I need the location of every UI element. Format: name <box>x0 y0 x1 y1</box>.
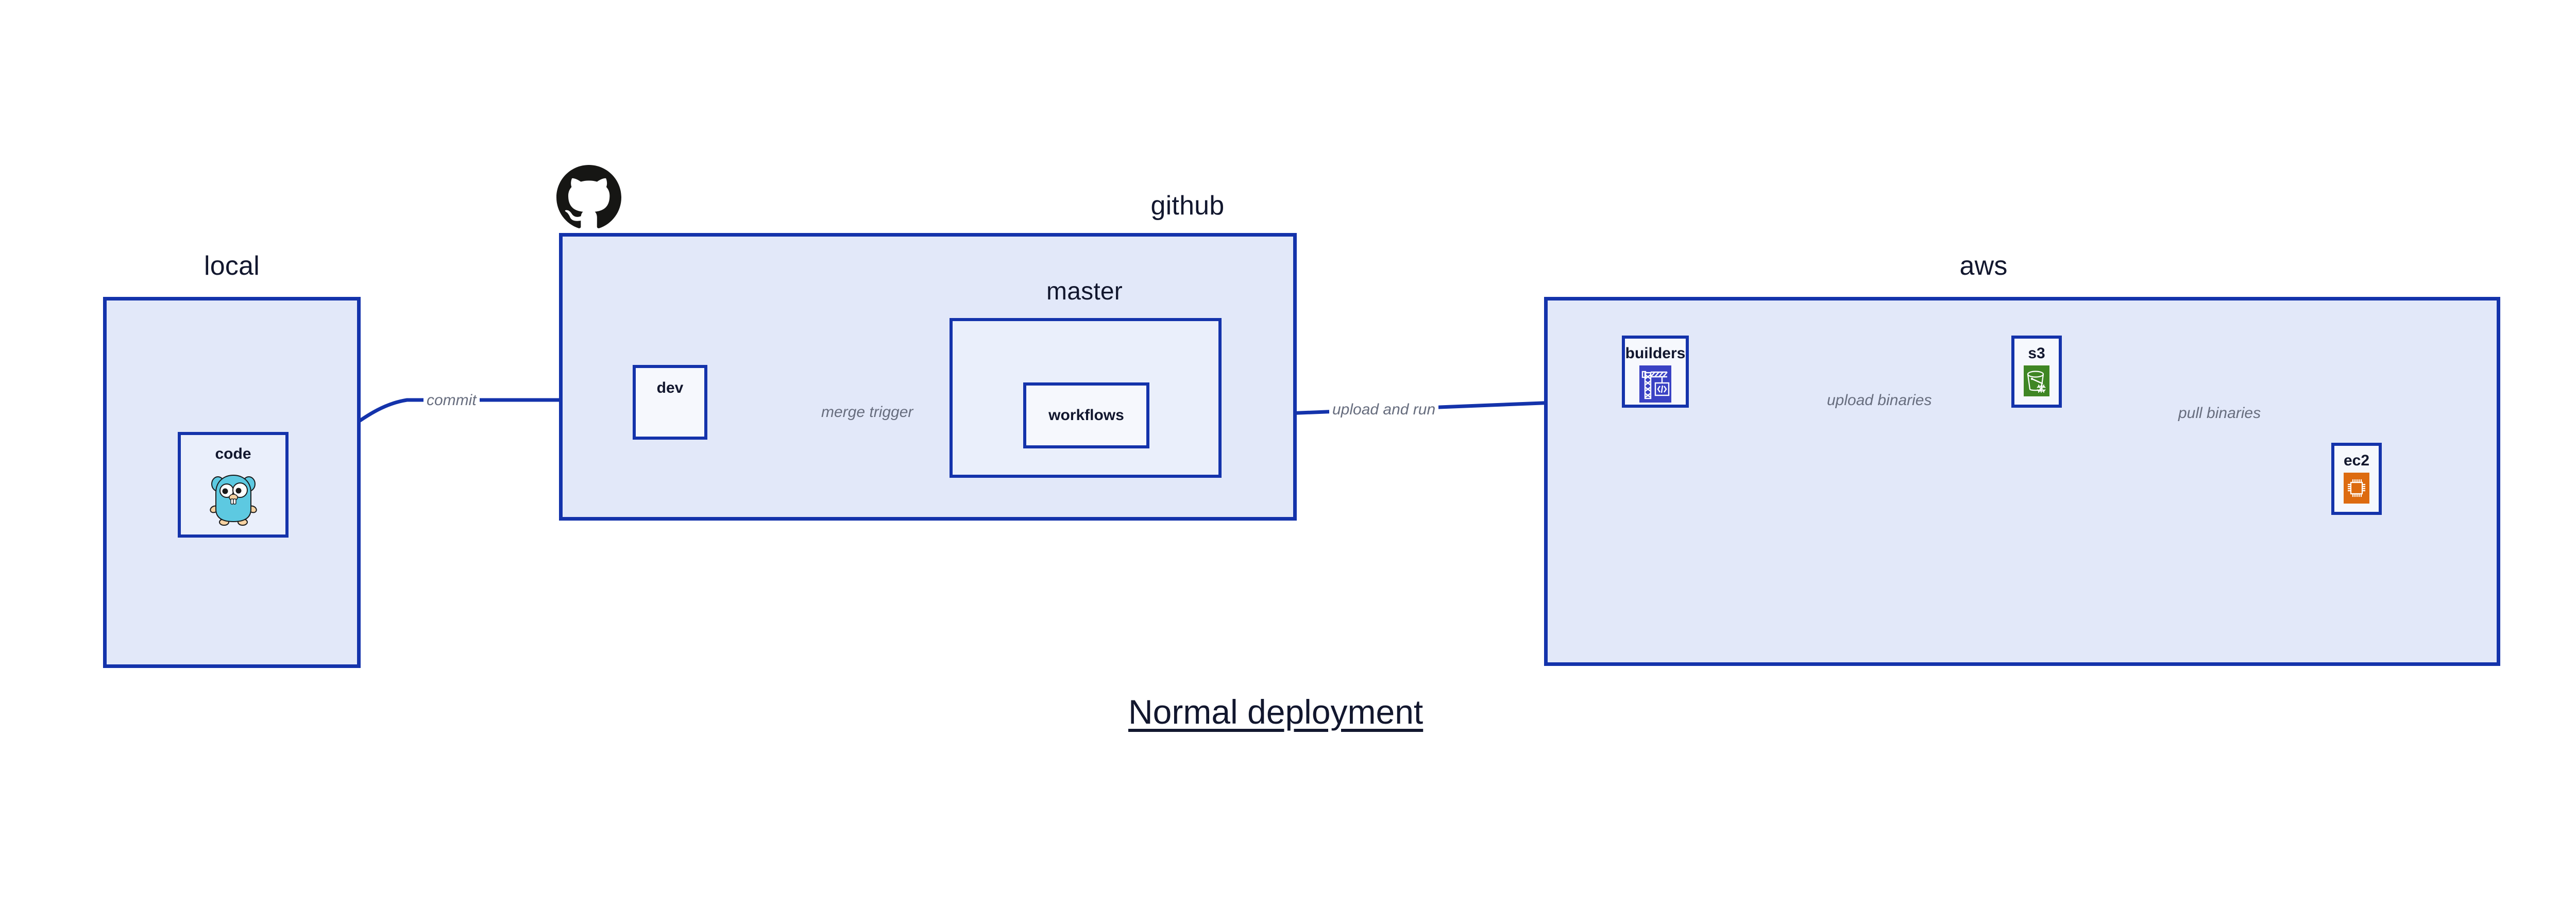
aws-crane-icon <box>1639 365 1671 405</box>
edge-label-pull-binaries: pull binaries <box>2175 405 2264 422</box>
subgroup-label-master: master <box>1046 278 1123 305</box>
aws-ec2-chip-icon <box>2344 473 2369 506</box>
node-builders-label: builders <box>1625 345 1686 362</box>
node-code-label: code <box>215 445 251 462</box>
group-label-github: github <box>1150 191 1225 221</box>
node-s3-label: s3 <box>2028 345 2045 362</box>
edge-label-merge-trigger: merge trigger <box>818 404 917 421</box>
group-local <box>103 297 361 668</box>
group-label-local: local <box>204 251 260 281</box>
node-workflows[interactable]: workflows <box>1023 382 1149 448</box>
node-ec2-label: ec2 <box>2343 452 2370 469</box>
node-dev-label: dev <box>656 379 684 396</box>
node-workflows-label: workflows <box>1048 407 1124 424</box>
github-octocat-logo <box>556 165 621 232</box>
node-code[interactable]: code <box>178 432 289 538</box>
diagram-title: Normal deployment <box>1128 693 1423 731</box>
edge-label-upload-and-run: upload and run <box>1329 401 1439 419</box>
node-s3[interactable]: s3 <box>2011 336 2062 408</box>
node-builders[interactable]: builders <box>1622 336 1689 408</box>
edge-label-upload-binaries: upload binaries <box>1824 392 1935 409</box>
node-ec2[interactable]: ec2 <box>2331 443 2382 515</box>
group-label-aws: aws <box>1959 251 2008 281</box>
aws-s3-glacier-bucket-icon <box>2024 365 2049 399</box>
go-gopher-icon <box>209 468 257 528</box>
node-dev[interactable]: dev <box>633 365 707 440</box>
edge-label-commit: commit <box>423 392 480 409</box>
